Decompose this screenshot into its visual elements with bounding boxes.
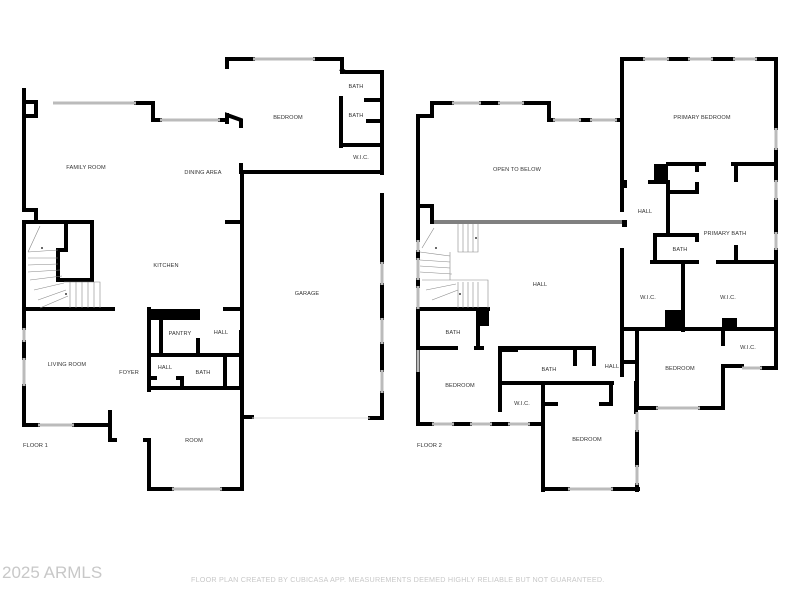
room-label-hall-2: HALL (532, 282, 548, 288)
copyright-watermark: 2025 ARMLS (2, 563, 103, 582)
floor1-stairs (27, 225, 101, 309)
room-label-wic-4: W.I.C. (514, 401, 530, 407)
room-label-wic-1: W.I.C. (640, 295, 656, 301)
floor1-windows (22, 57, 384, 491)
floor1-walls (22, 57, 384, 491)
room-label-bath-2: BATH (348, 113, 364, 119)
room-label-dining-area: DINING AREA (184, 170, 222, 176)
room-label-primary-bedroom: PRIMARY BEDROOM (673, 115, 731, 121)
room-label-family-room: FAMILY ROOM (66, 165, 106, 171)
floor-2-label: FLOOR 2 (417, 443, 442, 449)
room-label-hall-1: HALL (213, 330, 229, 336)
room-label-bath-1: BATH (672, 247, 688, 253)
room-label-pantry: PANTRY (168, 331, 192, 337)
room-label-room: ROOM (185, 438, 203, 444)
room-label-garage: GARAGE (294, 291, 320, 297)
room-label-foyer: FOYER (119, 370, 139, 376)
room-label-bedroom-1: BEDROOM (665, 366, 695, 372)
room-label-bath-2: BATH (445, 330, 461, 336)
floor2-walls (416, 57, 778, 492)
room-label-wic: W.I.C. (353, 155, 369, 161)
room-label-bath-3: BATH (195, 370, 211, 376)
room-label-living-room: LIVING ROOM (47, 362, 87, 368)
disclaimer-text: FLOOR PLAN CREATED BY CUBICASA APP. MEAS… (191, 575, 605, 584)
room-label-bedroom-2: BEDROOM (445, 383, 475, 389)
room-label-primary-bath: PRIMARY BATH (703, 231, 747, 237)
floor2-windows (416, 57, 778, 491)
room-label-hall-3: HALL (604, 364, 620, 370)
room-label-bath-3: BATH (541, 367, 557, 373)
room-label-hall-2: HALL (157, 365, 173, 371)
floor-1-label: FLOOR 1 (23, 443, 48, 449)
room-label-bedroom-3: BEDROOM (572, 437, 602, 443)
room-label-wic-3: W.I.C. (740, 345, 756, 351)
room-label-bath-1: BATH (348, 84, 364, 90)
room-label-bedroom: BEDROOM (273, 115, 303, 121)
room-label-open-to-below: OPEN TO BELOW (492, 167, 542, 173)
room-label-kitchen: KITCHEN (153, 263, 179, 269)
room-label-wic-2: W.I.C. (720, 295, 736, 301)
room-label-hall-1: HALL (637, 209, 653, 215)
floor2-stairs (419, 224, 489, 308)
